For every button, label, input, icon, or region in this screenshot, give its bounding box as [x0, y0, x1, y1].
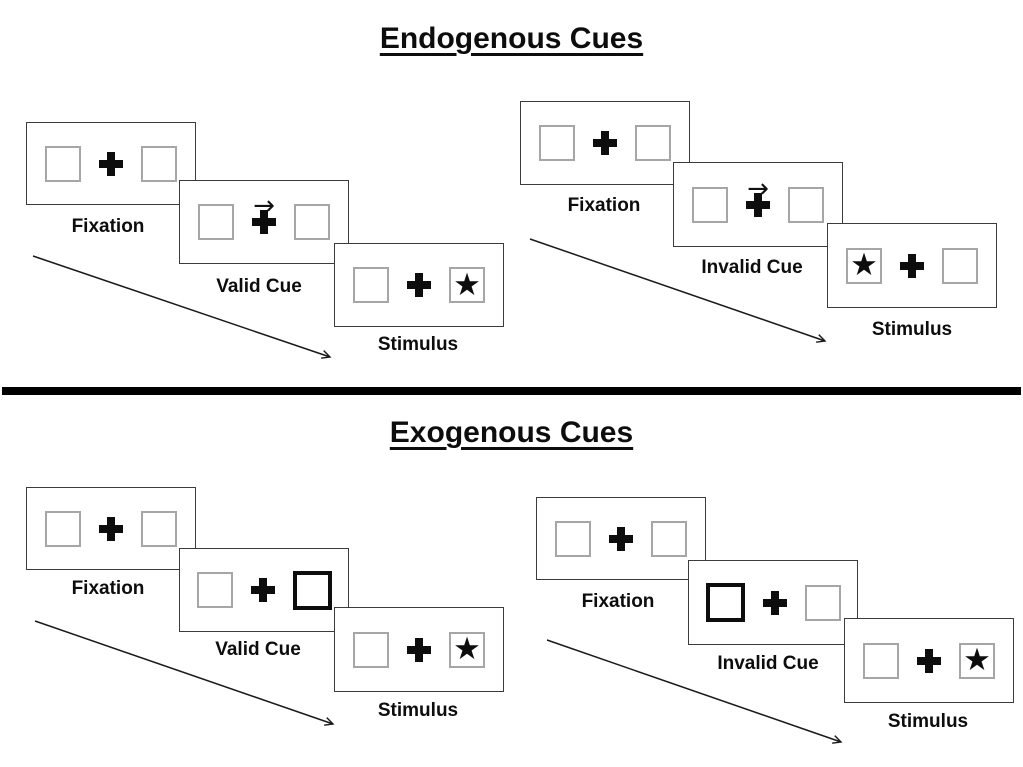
fixation-cross-icon	[762, 590, 787, 615]
timeline-arrow-endogenous-invalid	[529, 238, 827, 343]
fixation-panel	[520, 101, 690, 185]
step-label-stimulus: Stimulus	[377, 700, 459, 721]
fixation-panel	[26, 122, 196, 205]
left-placeholder-box	[353, 267, 389, 303]
timeline-arrow-endogenous-valid	[32, 255, 332, 359]
right-placeholder-box	[294, 204, 330, 240]
fixation-cross-icon	[593, 131, 617, 155]
fixation-cross-icon: →	[746, 176, 770, 217]
stimulus-panel: ★	[334, 607, 504, 692]
plus-icon	[593, 131, 617, 155]
step-label-fixation: Fixation	[567, 195, 641, 216]
star-stimulus-box: ★	[959, 642, 995, 679]
left-placeholder-box	[196, 572, 233, 608]
plus-icon	[250, 578, 275, 602]
left-placeholder-box	[539, 125, 575, 161]
left-placeholder-box	[45, 145, 81, 182]
timeline-arrow-exogenous-valid	[34, 620, 335, 726]
right-placeholder-box	[942, 247, 978, 284]
star-stimulus-box: ★	[449, 267, 485, 303]
section-divider	[2, 387, 1021, 395]
step-label-stimulus: Stimulus	[887, 711, 969, 732]
fixation-cross-icon	[407, 273, 431, 297]
step-label-valid-cue: Valid Cue	[216, 276, 302, 297]
plus-icon	[746, 192, 770, 217]
right-placeholder-box	[635, 125, 671, 161]
plus-icon	[252, 210, 276, 234]
fixation-cross-icon	[917, 648, 941, 673]
step-label-invalid-cue: Invalid Cue	[701, 257, 803, 278]
step-label-valid-cue: Valid Cue	[215, 639, 301, 660]
plus-icon	[762, 590, 787, 615]
right-placeholder-box	[788, 186, 824, 223]
invalid-cue-panel: →	[673, 162, 843, 247]
section-title-endogenous: Endogenous Cues	[379, 22, 644, 55]
fixation-panel	[26, 487, 196, 570]
timeline-arrow-exogenous-invalid	[546, 639, 843, 744]
left-placeholder-box	[555, 520, 591, 557]
plus-icon	[900, 253, 924, 278]
fixation-cross-icon	[250, 578, 275, 602]
invalid-cue-panel	[688, 560, 858, 645]
step-label-fixation: Fixation	[71, 578, 145, 599]
right-placeholder-box	[651, 520, 687, 557]
star-stimulus-box: ★	[846, 247, 882, 284]
fixation-cross-icon	[407, 637, 431, 662]
plus-icon	[407, 637, 431, 662]
left-placeholder-box	[863, 642, 899, 679]
fixation-cross-icon	[99, 516, 123, 541]
fixation-cross-icon	[900, 253, 924, 278]
left-placeholder-box	[353, 631, 389, 668]
fixation-cross-icon: →	[252, 193, 276, 234]
step-label-invalid-cue: Invalid Cue	[717, 653, 819, 674]
left-placeholder-box	[45, 510, 81, 547]
section-title-exogenous: Exogenous Cues	[389, 416, 634, 449]
step-label-fixation: Fixation	[581, 591, 655, 612]
left-placeholder-box	[692, 186, 728, 223]
plus-icon	[917, 648, 941, 673]
plus-icon	[99, 151, 123, 176]
valid-cue-panel	[179, 548, 349, 632]
thick-cue-box	[292, 570, 332, 610]
step-label-stimulus: Stimulus	[871, 319, 953, 340]
valid-cue-panel: →	[179, 180, 349, 264]
right-placeholder-box	[141, 145, 177, 182]
fixation-cross-icon	[99, 151, 123, 176]
plus-icon	[99, 516, 123, 541]
stimulus-panel: ★	[844, 618, 1014, 703]
fixation-cross-icon	[609, 526, 633, 551]
stimulus-panel: ★	[334, 243, 504, 327]
fixation-panel	[536, 497, 706, 580]
plus-icon	[407, 273, 431, 297]
plus-icon	[609, 526, 633, 551]
left-placeholder-box	[198, 204, 234, 240]
star-stimulus-box: ★	[449, 631, 485, 668]
step-label-stimulus: Stimulus	[377, 334, 459, 355]
thick-cue-box	[705, 583, 745, 622]
right-placeholder-box	[804, 584, 841, 621]
stimulus-panel: ★	[827, 223, 997, 308]
right-placeholder-box	[141, 510, 177, 547]
step-label-fixation: Fixation	[71, 216, 145, 237]
